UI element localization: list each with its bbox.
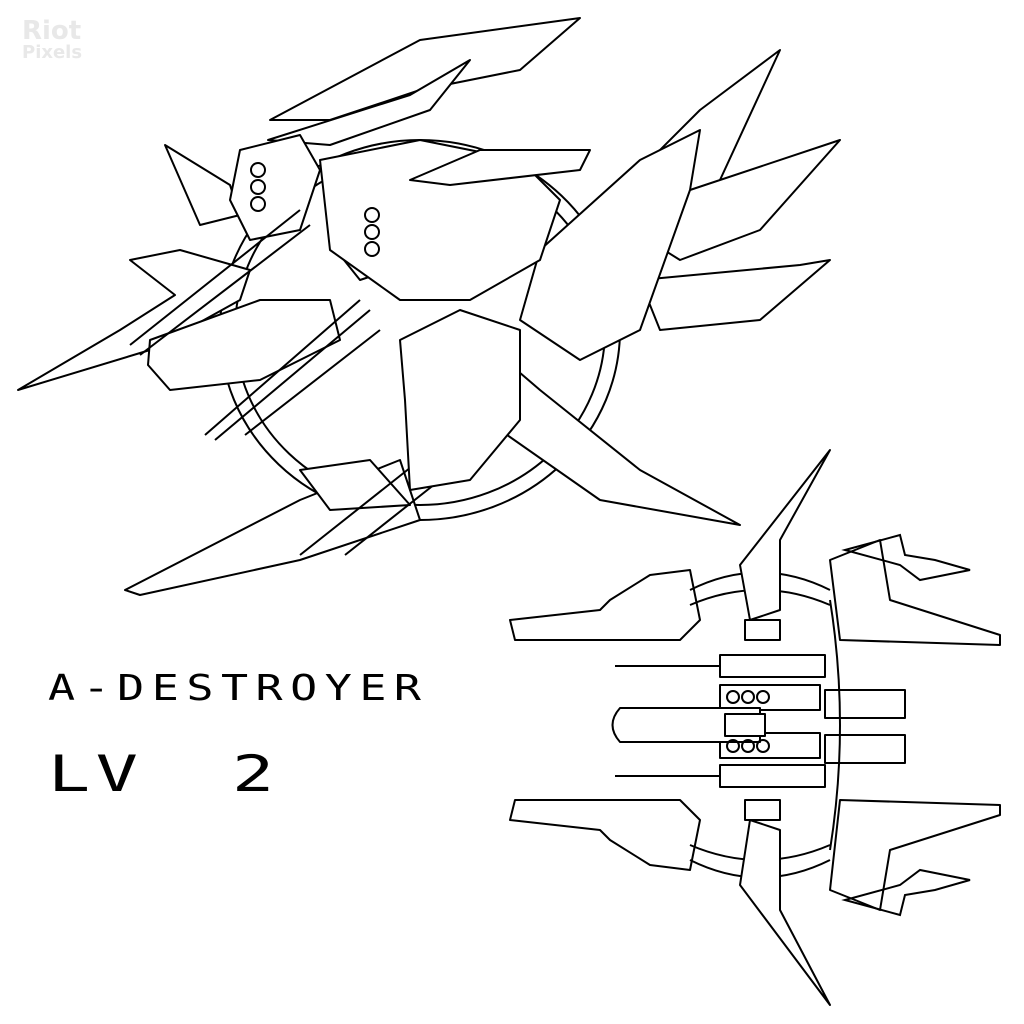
level-value: 2 (232, 745, 275, 803)
ship-top-view (509, 449, 1001, 1006)
watermark-line1: Riot (22, 16, 82, 46)
watermark-line2: Pixels (22, 42, 83, 63)
level-label: LV (48, 745, 144, 803)
ship-name-title: A-DESTROYER (48, 668, 429, 709)
watermark-logo: Riot Pixels (22, 18, 82, 62)
ship-perspective-view (17, 17, 841, 596)
